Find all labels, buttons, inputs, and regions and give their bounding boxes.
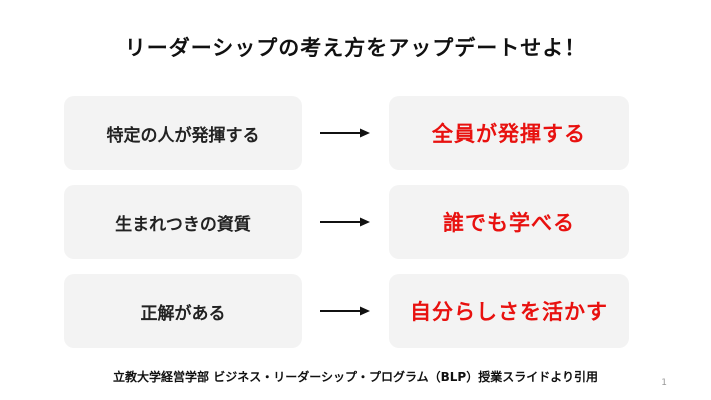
before-label: 特定の人が発揮する [106, 125, 260, 146]
after-box: 自分らしさを活かす [389, 274, 629, 348]
before-box: 生まれつきの資質 [64, 185, 302, 259]
after-label: 全員が発揮する [432, 122, 586, 146]
after-label: 誰でも学べる [443, 211, 575, 235]
comparison-row: 生まれつきの資質 誰でも学べる [0, 185, 711, 259]
slide-title: リーダーシップの考え方をアップデートせよ！ [124, 36, 587, 60]
after-box: 全員が発揮する [389, 96, 629, 170]
before-label: 正解がある [140, 303, 226, 324]
right-arrow-icon [320, 128, 370, 138]
comparison-row: 特定の人が発揮する 全員が発揮する [0, 96, 711, 170]
right-arrow-icon [320, 217, 370, 227]
source-citation: 立教大学経営学部 ビジネス・リーダーシップ・プログラム（BLP）授業スライドより… [113, 370, 598, 384]
before-label: 生まれつきの資質 [115, 214, 251, 235]
before-box: 正解がある [64, 274, 302, 348]
right-arrow-icon [320, 306, 370, 316]
after-label: 自分らしさを活かす [410, 300, 608, 324]
after-box: 誰でも学べる [389, 185, 629, 259]
before-box: 特定の人が発揮する [64, 96, 302, 170]
comparison-row: 正解がある 自分らしさを活かす [0, 274, 711, 348]
page-number: 1 [661, 378, 667, 388]
